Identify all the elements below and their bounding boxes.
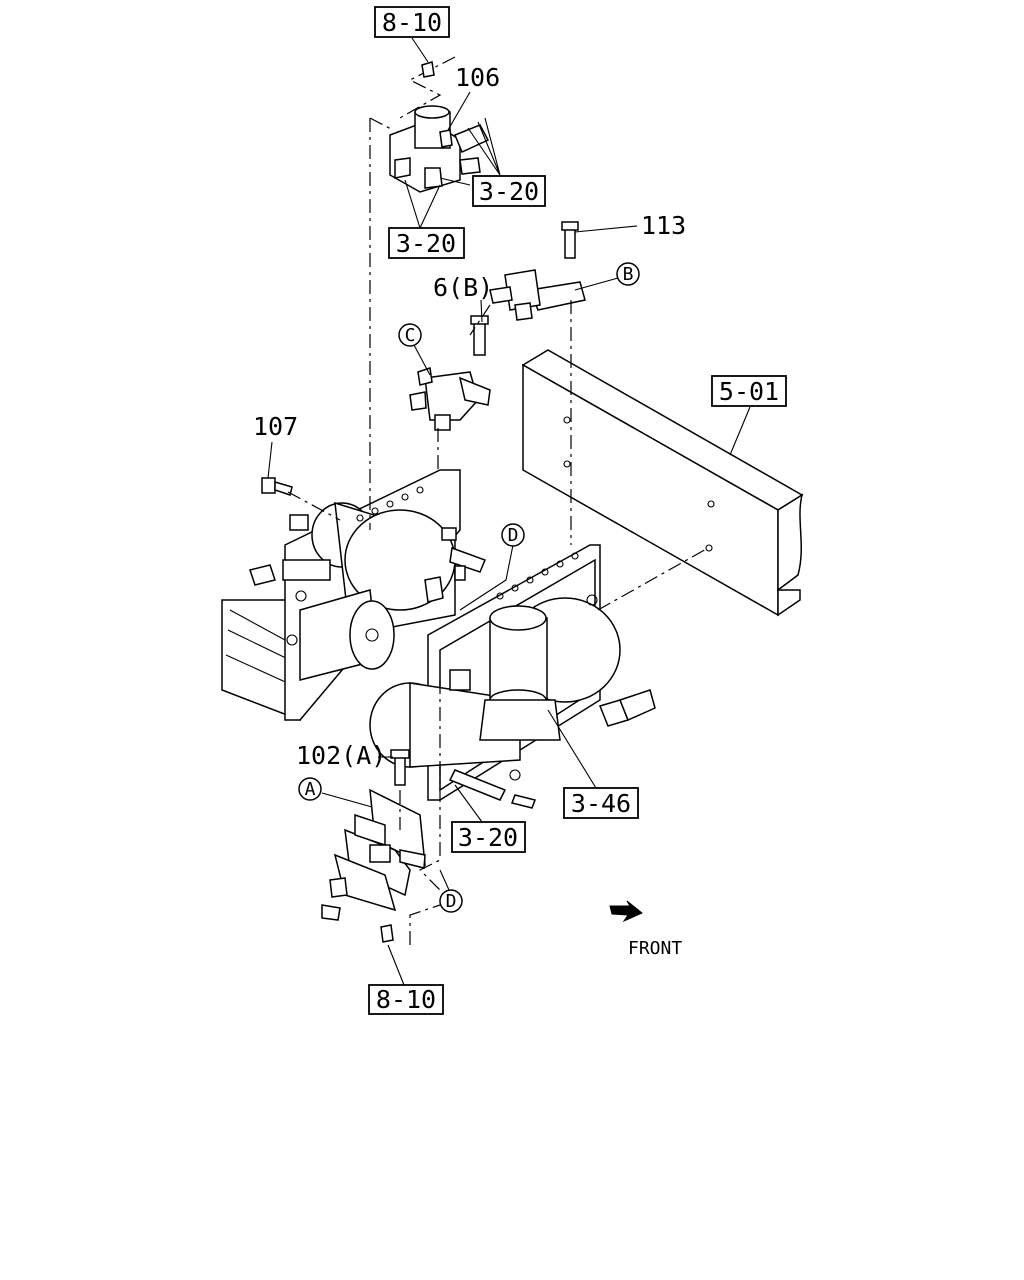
valve-c xyxy=(409,315,491,431)
callout-c-text: C xyxy=(405,325,416,346)
right-air-tank-assembly xyxy=(369,544,656,809)
alignment-lines xyxy=(287,56,709,945)
label-8-10-bottom: 8-10 xyxy=(368,984,444,1015)
clip-8-10-bottom xyxy=(380,924,394,943)
frame-rail xyxy=(521,349,804,617)
left-air-tank-assembly xyxy=(221,469,486,722)
callout-d-top-text: D xyxy=(508,525,519,546)
clip-8-10-top xyxy=(421,61,435,78)
front-arrow-icon xyxy=(609,900,643,923)
label-3-20-a: 3-20 xyxy=(472,175,546,207)
ref-8-10-bottom-text: 8-10 xyxy=(376,985,436,1014)
ref-3-20-c-text: 3-20 xyxy=(458,823,518,852)
ref-3-20-a-text: 3-20 xyxy=(479,177,539,206)
callout-a-text: A xyxy=(305,779,316,800)
part-102a-label: 102(A) xyxy=(296,741,386,770)
part-6b-label: 6(B) xyxy=(433,273,493,302)
part-106-label: 106 xyxy=(455,63,500,92)
callout-d-bottom: D xyxy=(439,889,463,913)
ref-3-46-text: 3-46 xyxy=(571,789,631,818)
front-label: FRONT xyxy=(628,938,682,959)
part-107-label: 107 xyxy=(253,412,298,441)
bolt-107 xyxy=(261,477,293,496)
valve-106 xyxy=(389,105,490,193)
callout-d-bottom-text: D xyxy=(446,891,457,912)
label-5-01: 5-01 xyxy=(711,375,787,407)
label-8-10-top: 8-10 xyxy=(374,6,450,38)
ref-3-20-b-text: 3-20 xyxy=(396,229,456,258)
valve-a xyxy=(321,749,426,921)
part-113-label: 113 xyxy=(641,211,686,240)
callout-c: C xyxy=(398,323,422,347)
callout-a: A xyxy=(298,777,322,801)
callout-d-top: D xyxy=(501,523,525,547)
label-3-20-b: 3-20 xyxy=(388,227,465,259)
valve-bracket-b xyxy=(489,221,586,321)
label-3-46: 3-46 xyxy=(563,787,639,819)
ref-5-01-text: 5-01 xyxy=(719,377,779,406)
label-3-20-c: 3-20 xyxy=(451,821,526,853)
leader-lines xyxy=(267,37,751,986)
callout-b-text: B xyxy=(623,264,634,285)
callout-b: B xyxy=(616,262,640,286)
ref-8-10-top-text: 8-10 xyxy=(382,8,442,37)
